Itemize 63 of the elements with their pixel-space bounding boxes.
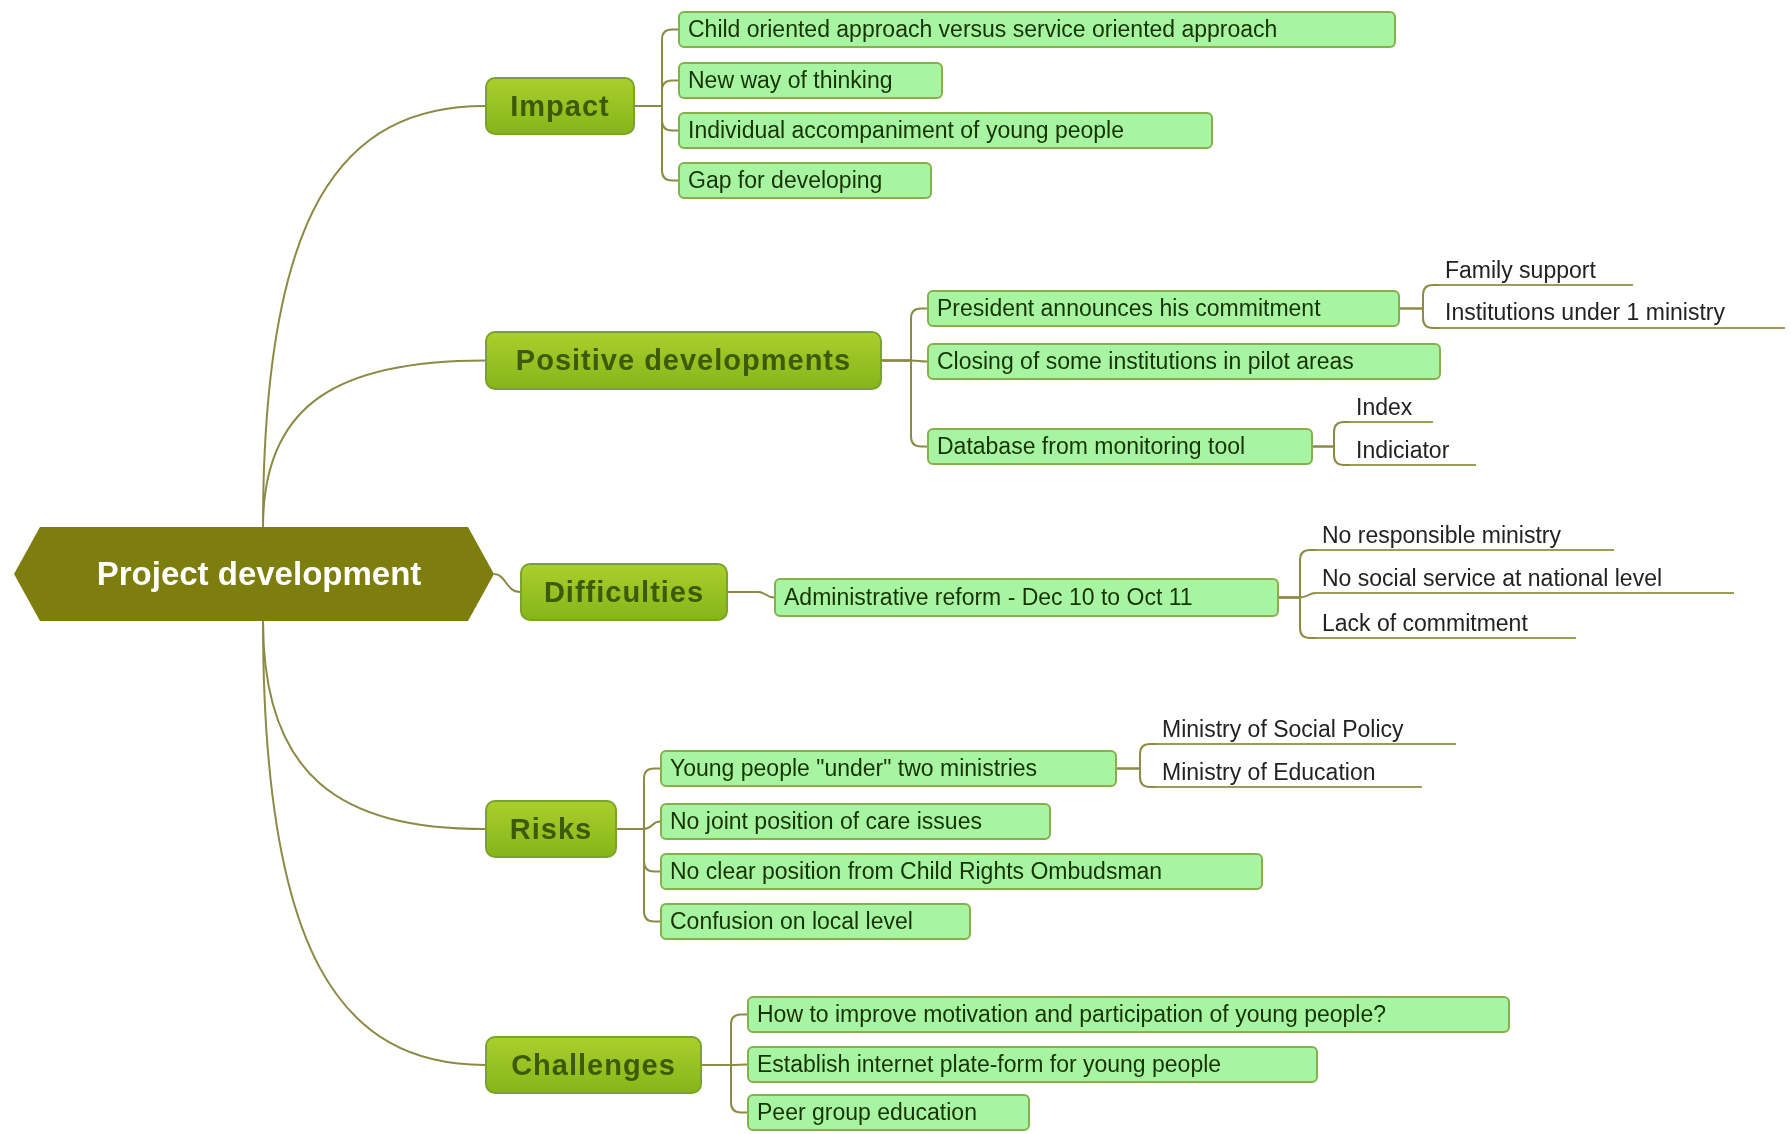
- subtopic-box: [678, 162, 932, 199]
- subtopic-box: [747, 1046, 1318, 1083]
- connector-line: [727, 591, 775, 599]
- topic-text: Peer group education: [757, 1099, 977, 1126]
- connector-line: [1278, 596, 1317, 639]
- topic-text: Institutions under 1 ministry: [1445, 298, 1725, 326]
- topic-text: New way of thinking: [688, 67, 893, 94]
- connector-line: [493, 573, 521, 593]
- subtopic-box: [678, 62, 943, 99]
- connector-line: [1116, 767, 1157, 788]
- topic-text: President announces his commitment: [937, 295, 1321, 322]
- connector-line: [1399, 307, 1440, 329]
- connector-line: [634, 105, 679, 182]
- connector-line: [262, 359, 486, 528]
- subtopic-box: [927, 343, 1441, 380]
- topic-text: Impact: [510, 89, 610, 123]
- topic-text: Challenges: [511, 1048, 676, 1082]
- subtopic-box: [747, 996, 1510, 1033]
- branch-topic-box: [520, 563, 728, 621]
- connector-line: [701, 1064, 748, 1114]
- topic-text: Index: [1356, 393, 1413, 421]
- topic-text: Ministry of Social Policy: [1162, 715, 1404, 743]
- topic-text: Risks: [509, 812, 593, 846]
- subtopic-box: [927, 428, 1313, 465]
- subtopic-box: [660, 903, 971, 940]
- branch-topic-box: [485, 800, 617, 858]
- branch-topic-box: [485, 331, 882, 390]
- topic-text: Administrative reform - Dec 10 to Oct 11: [784, 584, 1193, 611]
- topic-text: Gap for developing: [688, 167, 883, 194]
- topic-text: Young people "under" two ministries: [670, 755, 1038, 782]
- subtopic-box: [678, 112, 1213, 149]
- topic-text: How to improve motivation and participation of young people?: [757, 1001, 1387, 1028]
- root-topic-hexagon: [14, 527, 494, 621]
- topic-text: Project development: [96, 555, 422, 593]
- subtopic-box: [774, 578, 1279, 617]
- topic-text: Family support: [1445, 256, 1596, 284]
- topic-text: Positive developments: [515, 344, 852, 377]
- connector-line: [881, 359, 928, 448]
- connector-line: [616, 828, 661, 923]
- topic-text: Individual accompaniment of young people: [688, 117, 1124, 144]
- topic-text: Ministry of Education: [1162, 758, 1376, 786]
- topic-text: No social service at national level: [1322, 564, 1663, 592]
- branch-topic-box: [485, 77, 635, 135]
- topic-text: Closing of some institutions in pilot areas: [937, 348, 1354, 375]
- topic-text: Child oriented approach versus service oriented approach: [688, 16, 1278, 43]
- topic-text: No clear position from Child Rights Ombudsman: [670, 858, 1163, 885]
- subtopic-box: [660, 750, 1117, 787]
- topic-text: Confusion on local level: [670, 908, 913, 935]
- topic-text: Lack of commitment: [1322, 609, 1528, 637]
- connector-line: [262, 620, 486, 1066]
- topic-text: Database from monitoring tool: [937, 433, 1246, 460]
- subtopic-box: [747, 1094, 1030, 1131]
- topic-text: Establish internet plate-form for young people: [757, 1051, 1222, 1078]
- branch-topic-box: [485, 1036, 702, 1094]
- topic-text: Indiciator: [1356, 436, 1450, 464]
- subtopic-box: [927, 290, 1400, 327]
- connector-line: [1312, 445, 1351, 466]
- subtopic-box: [660, 803, 1051, 840]
- subtopic-box: [678, 11, 1396, 48]
- topic-text: Difficulties: [543, 575, 705, 609]
- topic-text: No joint position of care issues: [670, 808, 982, 835]
- subtopic-box: [660, 853, 1263, 890]
- topic-text: No responsible ministry: [1322, 521, 1562, 549]
